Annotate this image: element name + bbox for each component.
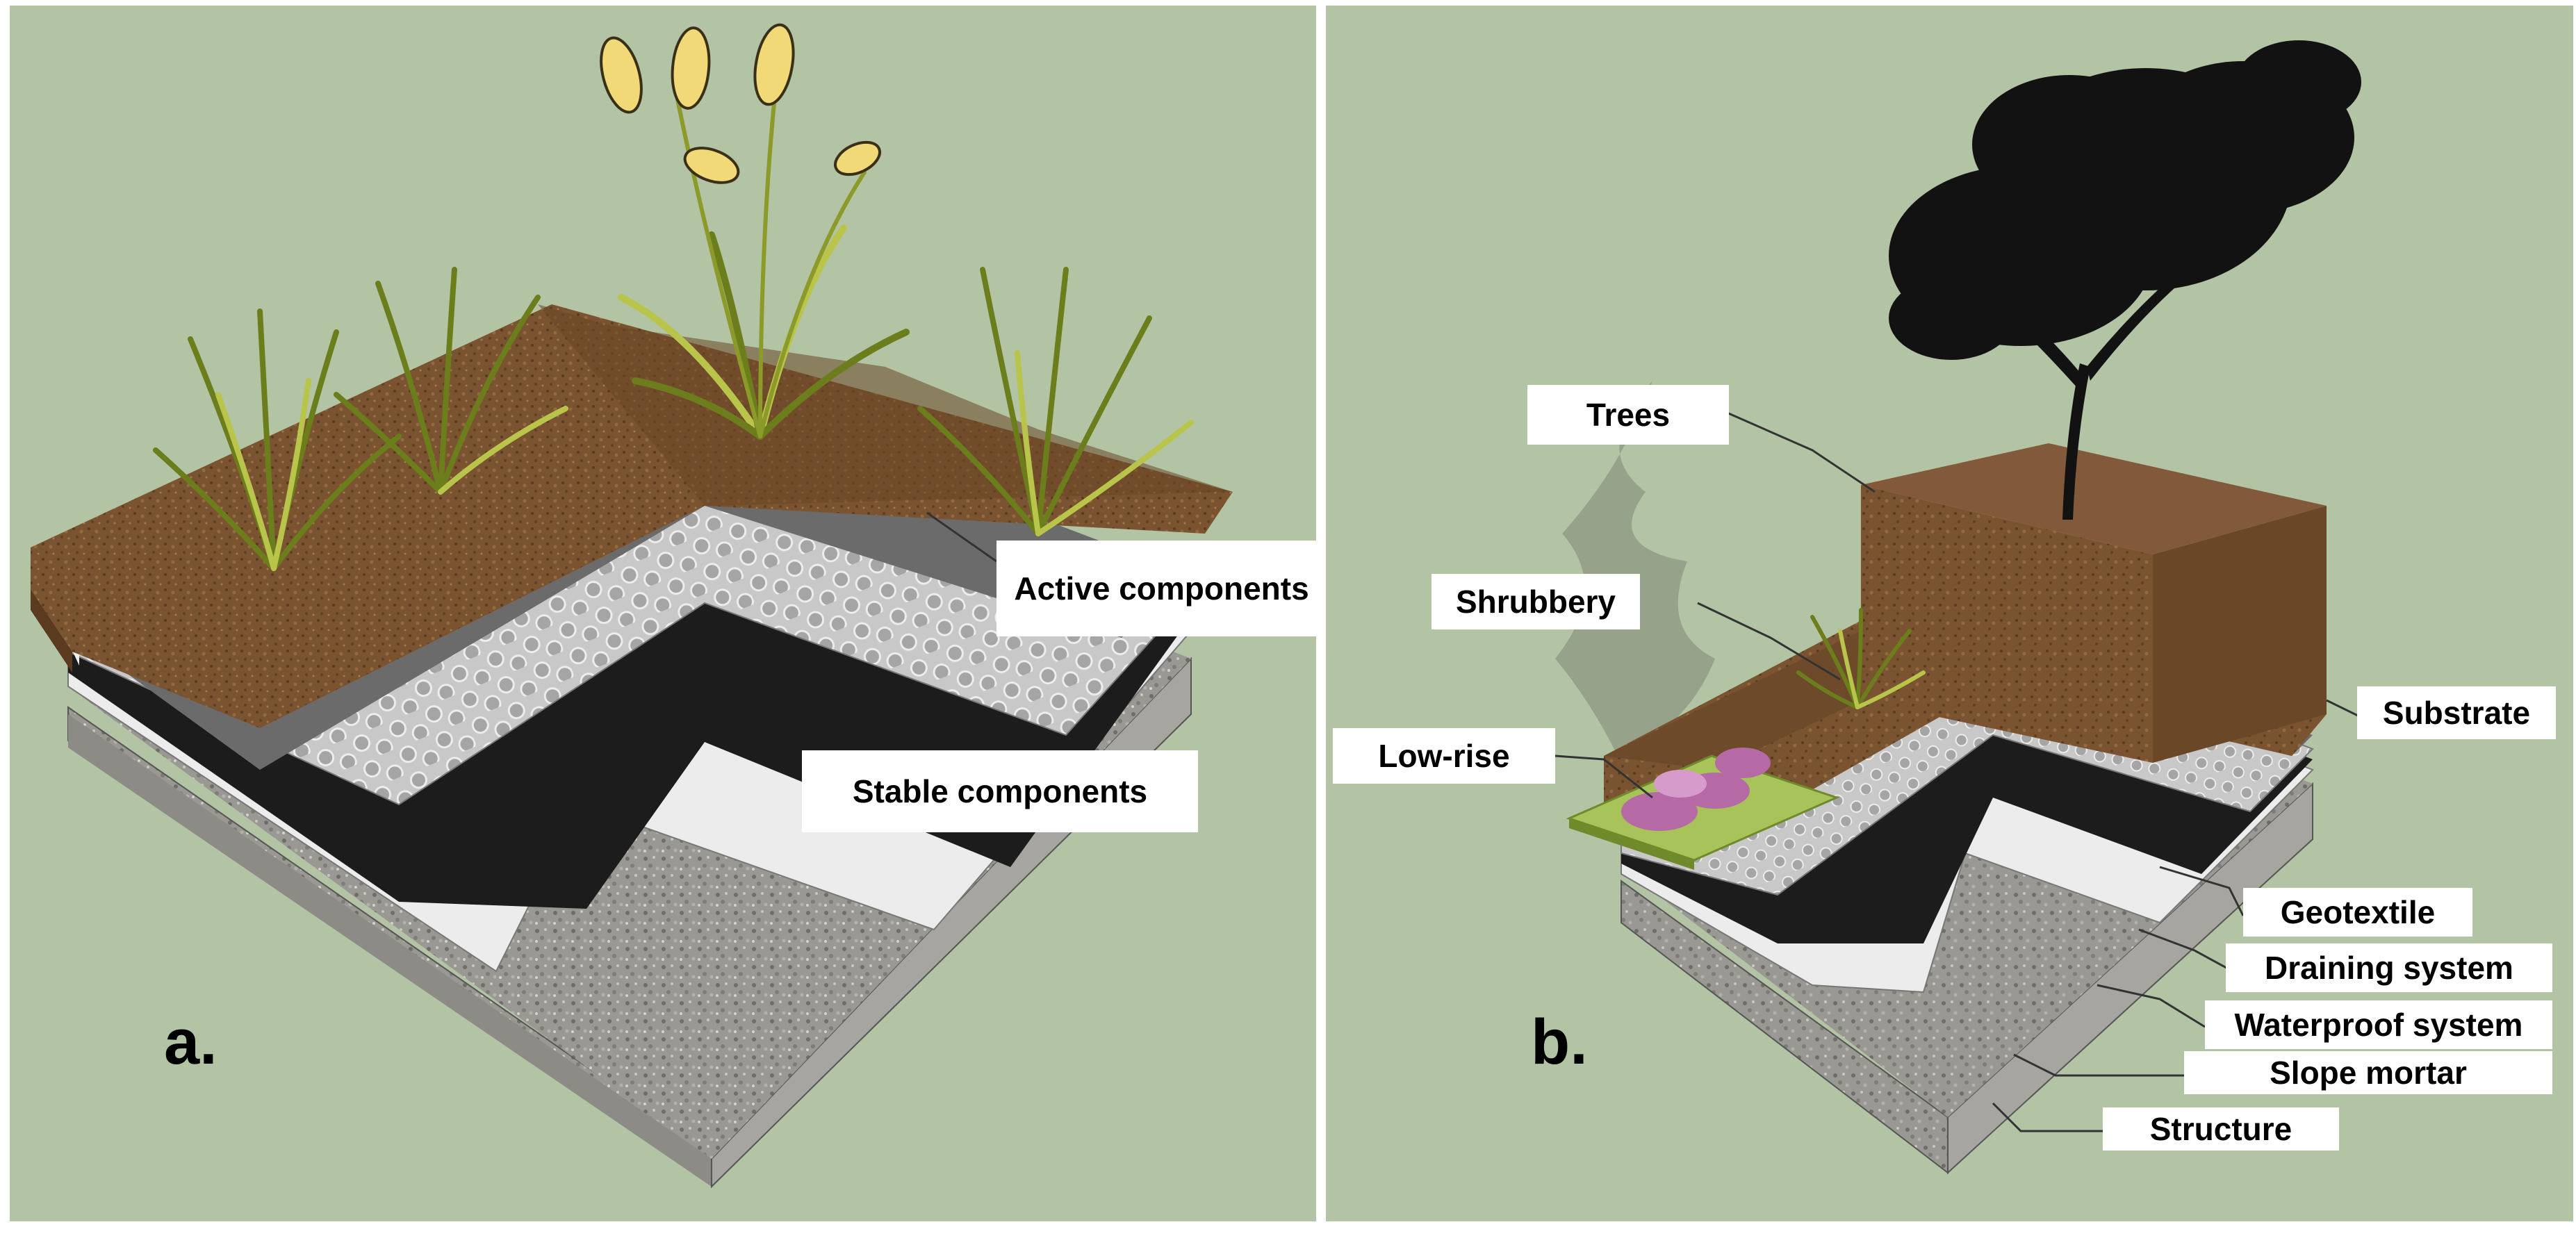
low-rise-flowers [1621,748,1771,831]
panel-b-letter: b. [1531,1007,1588,1078]
leader-substrate [2326,699,2358,717]
label-draining-system: Draining system [2226,943,2552,992]
grass-clump-back-left [334,267,568,495]
active-components-leader [926,511,997,563]
substrate-slope [1604,631,1861,770]
low-rise-tray-edge [1569,818,1694,870]
label-trees: Trees [1527,385,1729,445]
flower-plumes [600,23,881,184]
label-low-rise: Low-rise [1333,728,1555,784]
label-structure: Structure [2103,1107,2339,1151]
label-substrate: Substrate [2357,686,2556,739]
leader-low-rise [1554,755,1653,799]
substrate-block-right [2153,506,2327,763]
panel-a-letter: a. [164,1007,218,1078]
label-slope-mortar: Slope mortar [2184,1051,2552,1094]
panel-b: Trees Shrubbery Low-rise Substrate Geote… [1326,6,2573,1221]
label-geotextile: Geotextile [2243,888,2472,937]
leader-geotextile [2159,866,2245,916]
flowering-grass-center [618,94,910,440]
panel-a: Active components Stable components a. [10,6,1316,1221]
label-stable-components: Stable components [802,750,1198,832]
label-waterproof-system: Waterproof system [2205,1000,2552,1049]
grass-clump-left [153,308,402,571]
label-active-components: Active components [996,541,1316,636]
shrubbery [1796,608,1926,709]
panel-a-illustration [10,6,1316,1221]
substrate-block-top [1861,443,2327,554]
label-shrubbery: Shrubbery [1431,574,1640,629]
leader-draining [2138,928,2233,973]
substrate-front-edge [31,589,72,673]
tree-shadow [1555,381,1715,756]
substrate-block-front [1861,485,2153,763]
leader-slope-mortar [2013,1053,2188,1077]
substrate-back-mound [538,304,1233,506]
leader-shrubbery [1697,602,1841,681]
grass-clump-right [917,267,1194,536]
leader-trees [1725,411,1876,493]
tree [1889,40,2361,520]
leader-lines [1554,411,2358,1132]
structure-layer-front [68,714,712,1187]
leader-waterproof [2097,984,2206,1028]
